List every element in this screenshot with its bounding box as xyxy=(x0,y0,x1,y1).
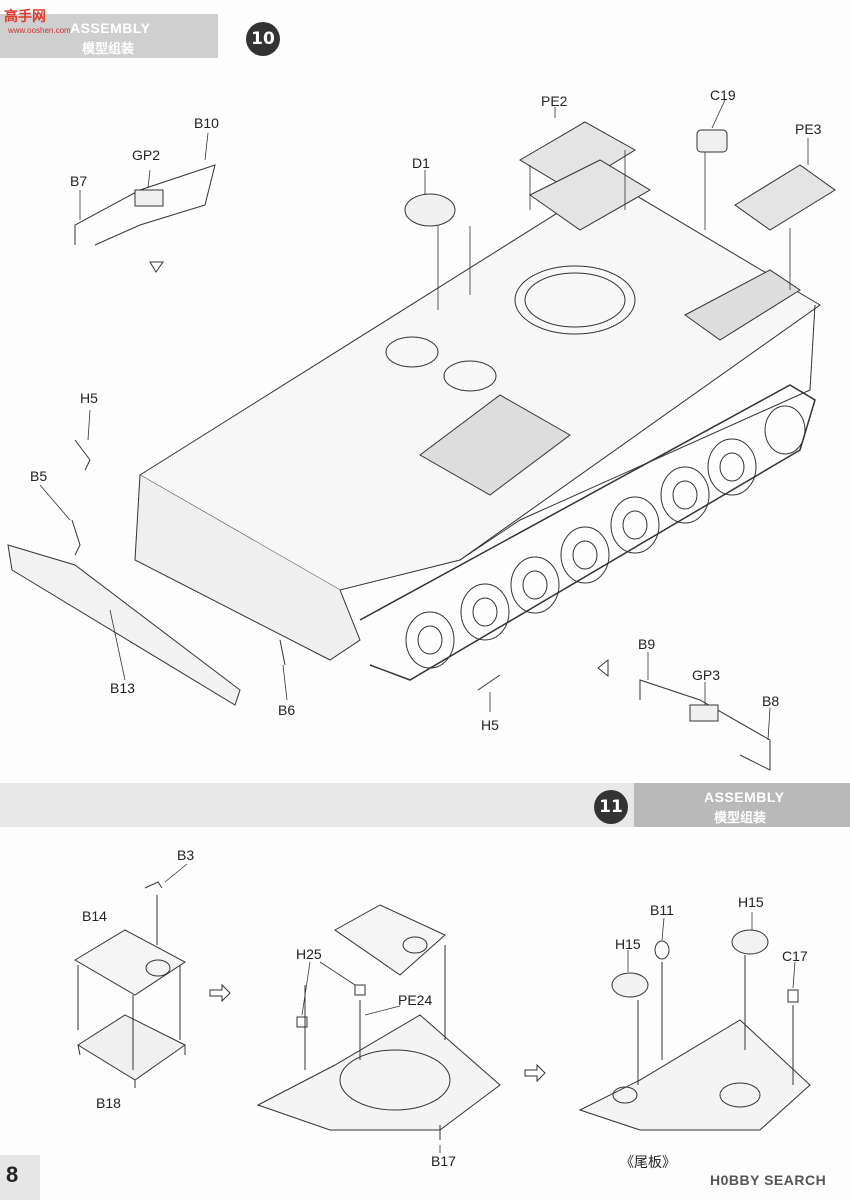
label-h5-top: H5 xyxy=(80,390,98,406)
hatch-left xyxy=(385,336,439,368)
b17-plate xyxy=(256,1014,501,1131)
h25-part xyxy=(296,1016,308,1028)
label-b7: B7 xyxy=(70,173,88,189)
d1-part xyxy=(404,193,456,227)
c17-part xyxy=(787,989,799,1003)
page-number: 8 xyxy=(6,1162,19,1187)
hatch-right xyxy=(443,360,497,392)
site-logo-url: www.ooshen.com xyxy=(8,26,71,35)
label-b13: B13 xyxy=(110,680,135,696)
arrow-left-icon xyxy=(597,658,609,678)
h5-part-top xyxy=(74,439,91,471)
label-b9: B9 xyxy=(638,636,656,652)
label-b3: B3 xyxy=(177,847,195,863)
label-b18: B18 xyxy=(96,1095,121,1111)
track xyxy=(359,384,816,681)
turret-ring xyxy=(514,265,636,335)
label-c17: C17 xyxy=(782,948,808,964)
site-logo: 高手网 xyxy=(4,8,46,24)
pe3-mesh xyxy=(734,164,836,231)
arrow-down-icon xyxy=(149,261,164,273)
c19-part xyxy=(696,129,728,153)
label-b6: B6 xyxy=(278,702,296,718)
label-pe2: PE2 xyxy=(541,93,568,109)
step-number-10: 10 xyxy=(246,22,280,56)
label-b8: B8 xyxy=(762,693,780,709)
b7-bracket xyxy=(74,164,216,246)
label-b17: B17 xyxy=(431,1153,456,1169)
label-b14: B14 xyxy=(82,908,107,924)
banner-title: ASSEMBLY xyxy=(70,20,151,36)
arrow-right-icon-1 xyxy=(209,983,231,1003)
label-h25: H25 xyxy=(296,946,322,962)
opening xyxy=(339,1049,451,1111)
b14-plate xyxy=(74,929,186,996)
caption-tail-plate: 《尾板》 xyxy=(620,1154,676,1170)
label-gp3: GP3 xyxy=(692,667,721,683)
engine-grille xyxy=(419,394,571,496)
label-d1: D1 xyxy=(412,155,430,171)
label-h15-left: H15 xyxy=(615,936,641,952)
b11-part xyxy=(654,940,670,960)
hull-top-deck xyxy=(139,179,821,591)
label-h5-bottom: H5 xyxy=(481,717,499,733)
banner-subtitle: 模型组装 xyxy=(714,810,767,825)
b6-part xyxy=(279,639,286,666)
assembly-banner-top: ASSEMBLY 模型组装 xyxy=(0,14,218,58)
h5-part-bottom xyxy=(477,674,501,691)
watermark: H0BBY SEARCH xyxy=(710,1172,827,1188)
road-wheels xyxy=(405,405,806,669)
hull-side xyxy=(134,474,361,661)
label-pe24: PE24 xyxy=(398,992,433,1008)
banner-subtitle: 模型组装 xyxy=(82,41,135,56)
rear-grille xyxy=(684,269,801,341)
arrow-right-icon-2 xyxy=(524,1063,546,1083)
label-b5: B5 xyxy=(30,468,48,484)
h15-left-part xyxy=(611,972,649,998)
h15-right-part xyxy=(731,929,769,955)
b3-part xyxy=(144,881,163,889)
banner-title: ASSEMBLY xyxy=(704,789,785,805)
pe2-mesh xyxy=(519,121,636,191)
b18-frame xyxy=(77,1014,186,1081)
b8-bracket xyxy=(639,679,771,771)
b13-plate xyxy=(7,544,241,706)
label-gp2: GP2 xyxy=(132,147,161,163)
label-b10: B10 xyxy=(194,115,219,131)
label-c19: C19 xyxy=(710,87,736,103)
step-number-11: 11 xyxy=(594,790,628,824)
b5-part xyxy=(71,519,81,556)
label-h15-right: H15 xyxy=(738,894,764,910)
assembly-banner-bottom: ASSEMBLY 模型组装 xyxy=(634,783,850,827)
upper-plate xyxy=(334,904,446,976)
page-number-bar xyxy=(0,1155,40,1200)
label-pe3: PE3 xyxy=(795,121,822,137)
label-b11: B11 xyxy=(650,902,674,918)
tail-plate-assembled xyxy=(578,1019,811,1131)
